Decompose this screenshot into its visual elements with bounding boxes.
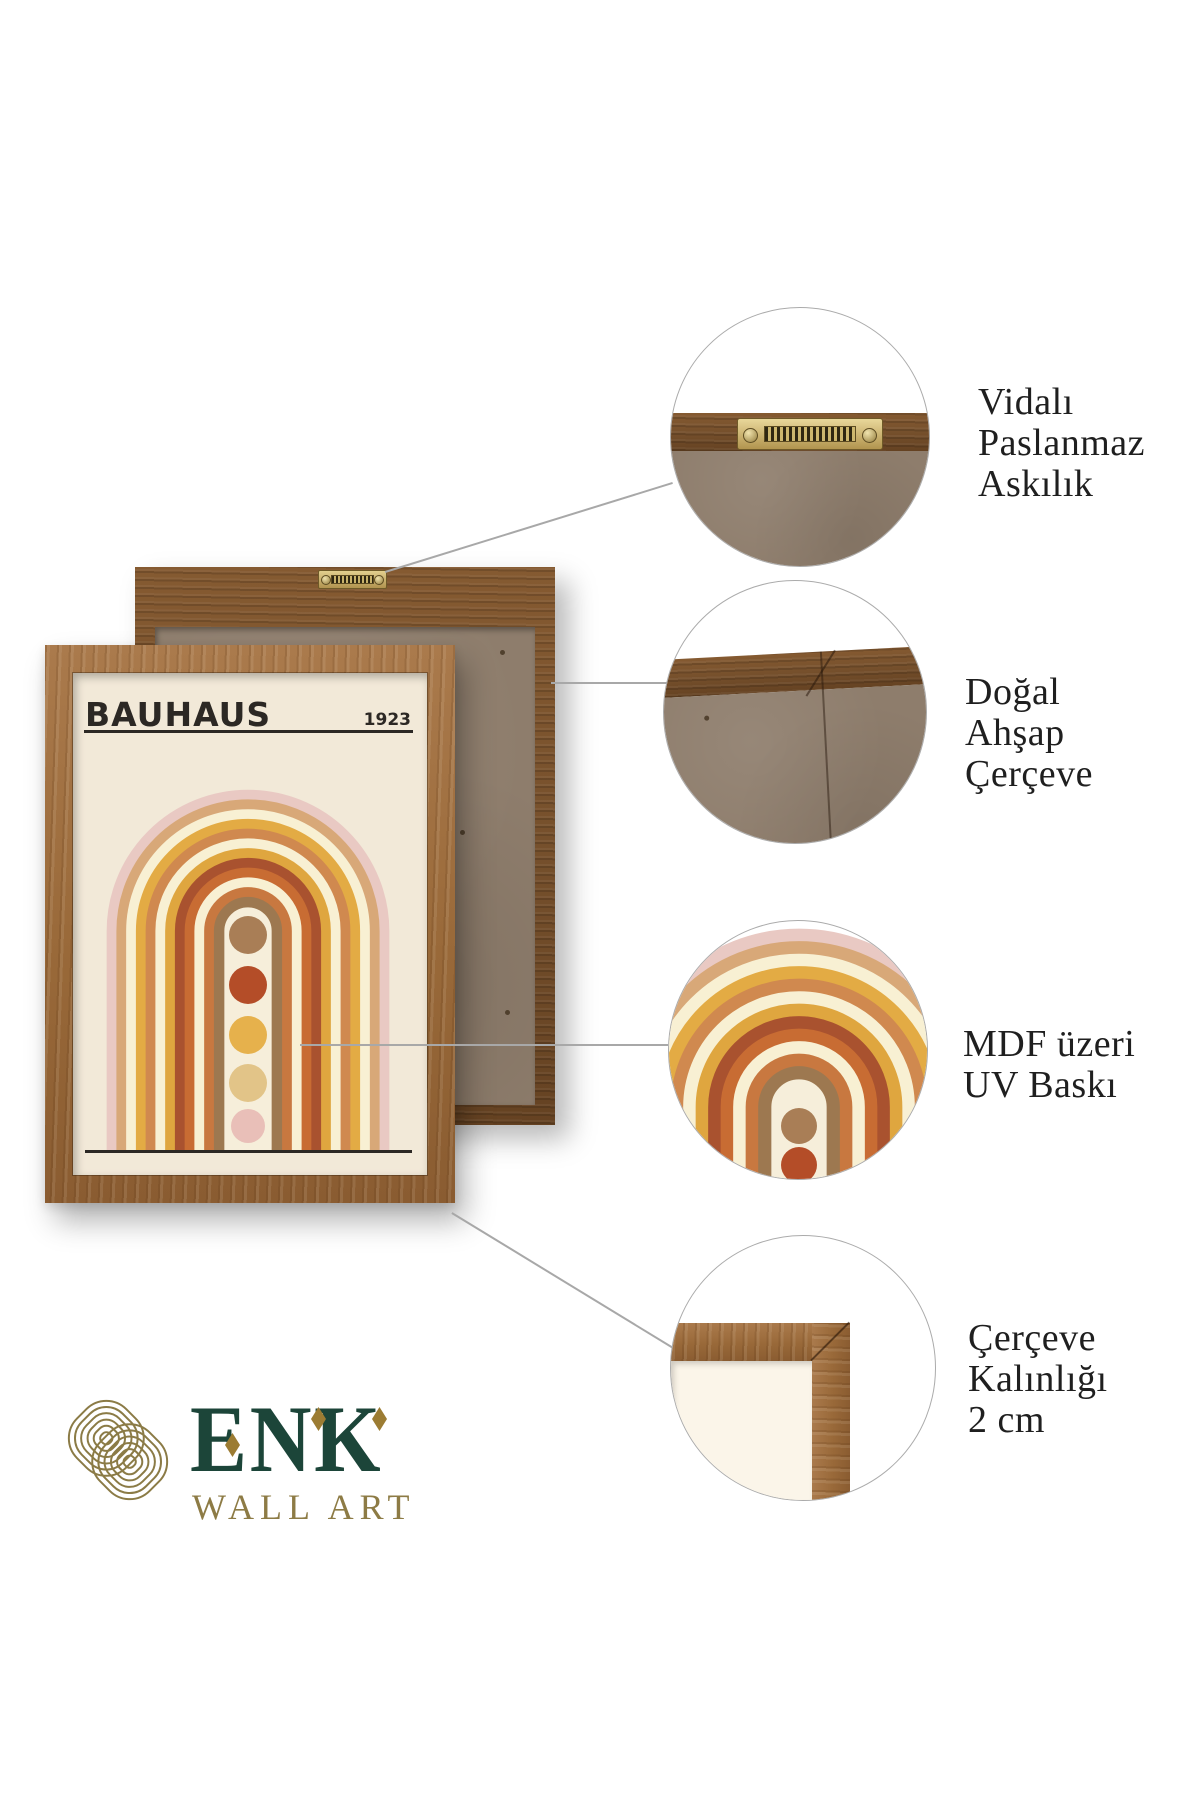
frame-rail-vertical [812,1323,850,1500]
detail-circle-print-closeup [668,920,928,1180]
poster-title: BAUHAUS [85,695,272,734]
detail-circle-hanger [670,307,930,567]
callout-thickness-label: Çerçeve Kalınlığı 2 cm [968,1318,1108,1441]
leader-line-hanger [384,482,673,573]
callout-line: UV Baskı [963,1064,1118,1106]
callout-line: Çerçeve [968,1317,1096,1359]
nail-dot [505,1010,510,1015]
diamond-icon [372,1407,387,1431]
title-underline [84,730,413,733]
callout-line: Kalınlığı [968,1358,1108,1400]
callout-line: Paslanmaz [978,422,1146,464]
bauhaus-poster: BAUHAUS 1923 [73,673,427,1175]
screw-icon [862,428,877,443]
diamond-icon [225,1433,240,1457]
knot-icon [67,1399,169,1501]
back-corner-group [664,581,926,843]
frame-front-view: BAUHAUS 1923 [45,645,455,1203]
hanger-bracket [318,570,387,589]
mdf-closeup [664,683,926,843]
sawtooth-hanger-teeth [331,575,374,584]
sawtooth-hanger-teeth [764,426,856,442]
callout-line: Doğal [965,671,1061,713]
callout-hanger-label: Vidalı Paslanmaz Askılık [978,382,1145,505]
callout-line: Ahşap [965,712,1065,754]
nail-dot [460,830,465,835]
screw-icon [321,575,331,585]
leader-line-print [300,1044,668,1046]
screw-icon [743,428,758,443]
leader-line-thickness [451,1212,674,1349]
nail-dot [500,650,505,655]
callout-line: Vidalı [978,381,1074,423]
detail-circle-frame-thickness [670,1235,936,1501]
rainbow-arch-closeup [669,928,927,1179]
callout-line: Çerçeve [965,753,1093,795]
callout-print-label: MDF üzeri UV Baskı [963,1024,1135,1106]
poster-surface [671,1361,812,1500]
poster-year: 1923 [363,710,411,730]
brand-name: ENK [190,1386,384,1492]
rainbow-arch-artwork [85,789,412,1153]
mdf-closeup [671,451,929,566]
callout-line: 2 cm [968,1399,1045,1441]
hanger-bracket-closeup [737,418,883,450]
screw-icon [374,575,384,585]
brand-subtitle: WALL ART [192,1487,416,1527]
callout-line: MDF üzeri [963,1023,1136,1065]
callout-line: Askılık [978,463,1094,505]
detail-circle-back-corner [663,580,927,844]
diamond-icon [311,1407,326,1431]
leader-line-frame [551,682,668,684]
callout-wood-label: Doğal Ahşap Çerçeve [965,672,1093,795]
